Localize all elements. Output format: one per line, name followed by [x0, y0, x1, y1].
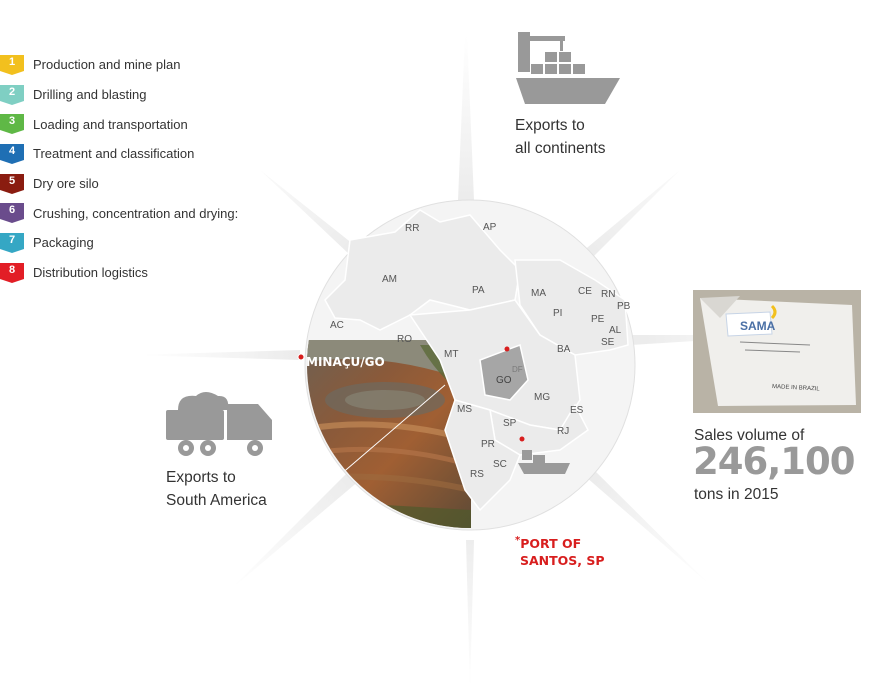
- caption-line: South America: [166, 492, 267, 509]
- legend-label: Drilling and blasting: [33, 87, 147, 103]
- step-badge-icon: 5: [0, 173, 24, 194]
- state-label: MG: [534, 392, 550, 403]
- state-label: RJ: [557, 426, 569, 437]
- sales-caption: Sales volume of: [694, 427, 805, 444]
- legend-label: Loading and transportation: [33, 116, 188, 132]
- legend-label: Treatment and classification: [33, 146, 195, 162]
- step-badge-icon: 7: [0, 232, 24, 253]
- state-label: PI: [553, 308, 562, 319]
- exports-continents-caption: Exports to all continents: [515, 114, 605, 160]
- bag-origin-text: MADE IN BRAZIL: [772, 384, 821, 393]
- state-label: AP: [483, 222, 497, 233]
- santos-marker: [519, 436, 525, 442]
- state-south: [444, 399, 521, 512]
- state-label: ES: [570, 405, 584, 416]
- legend-label: Distribution logistics: [33, 265, 148, 281]
- state-label: AM: [382, 274, 397, 285]
- state-label: SE: [601, 337, 615, 348]
- port-line: PORT OF: [520, 536, 582, 552]
- state-label: RS: [470, 469, 484, 480]
- minacu-marker: [504, 346, 510, 352]
- step-number: 8: [8, 263, 16, 276]
- product-bag-photo: SAMA MADE IN BRAZIL: [693, 290, 861, 413]
- legend-label: Packaging: [33, 235, 94, 251]
- port-star: *: [515, 535, 521, 546]
- state-label: RO: [397, 334, 412, 345]
- ship-icon: [516, 32, 620, 104]
- step-badge-icon: 6: [0, 203, 24, 224]
- state-label: AL: [609, 325, 622, 336]
- state-label: SP: [503, 418, 517, 429]
- state-label: DF: [512, 365, 523, 374]
- truck-icon: [166, 392, 272, 456]
- state-labels: RR AP AM PA MA CE RN PB PI PE AL SE AC R…: [330, 222, 631, 480]
- step-number: 7: [8, 233, 16, 246]
- port-line: SANTOS, SP: [520, 553, 605, 569]
- small-ship-icon: [518, 450, 570, 474]
- step-badge-icon: 3: [0, 114, 24, 135]
- brazil-map: [324, 209, 629, 512]
- step-number: 2: [8, 85, 16, 98]
- state-label: GO: [496, 375, 512, 386]
- state-label: PE: [591, 314, 605, 325]
- step-number: 4: [8, 144, 16, 157]
- caption-line: Exports to: [166, 469, 236, 486]
- step-number: 1: [8, 55, 16, 68]
- light-rays: [130, 10, 790, 690]
- mine-city-label: MINAÇU/GO: [306, 355, 385, 369]
- step-badge-icon: 2: [0, 84, 24, 105]
- legend-label: Production and mine plan: [33, 57, 181, 73]
- state-label: PR: [481, 439, 495, 450]
- state-label: PB: [617, 301, 631, 312]
- state-label: PA: [472, 285, 485, 296]
- state-label: MA: [531, 288, 546, 299]
- step-badge-icon: 1: [0, 54, 24, 75]
- step-badge-icon: 8: [0, 262, 24, 283]
- exports-south-america-caption: Exports to South America: [166, 466, 267, 512]
- state-label: AC: [330, 320, 344, 331]
- step-badge-icon: 4: [0, 143, 24, 164]
- step-number: 6: [8, 204, 16, 217]
- state-label: BA: [557, 344, 571, 355]
- bag-brand-text: SAMA: [740, 319, 776, 333]
- state-label: SC: [493, 459, 507, 470]
- state-label: RR: [405, 223, 419, 234]
- state-label: CE: [578, 286, 592, 297]
- legend-label: Crushing, concentration and drying:: [33, 205, 239, 221]
- city-label-marker: [297, 353, 305, 361]
- port-label: *PORT OF SANTOS, SP: [515, 532, 605, 569]
- caption-line: Exports to: [515, 117, 585, 134]
- caption-line: all continents: [515, 140, 606, 157]
- state-label: MT: [444, 349, 458, 360]
- step-number: 3: [8, 115, 16, 128]
- step-number: 5: [8, 174, 16, 187]
- state-goias: [479, 343, 529, 401]
- state-label: RN: [601, 289, 615, 300]
- state-label: MS: [457, 404, 472, 415]
- sales-year-caption: tons in 2015: [694, 486, 779, 503]
- legend-label: Dry ore silo: [33, 176, 99, 192]
- sales-volume-number: 246,100: [693, 440, 856, 483]
